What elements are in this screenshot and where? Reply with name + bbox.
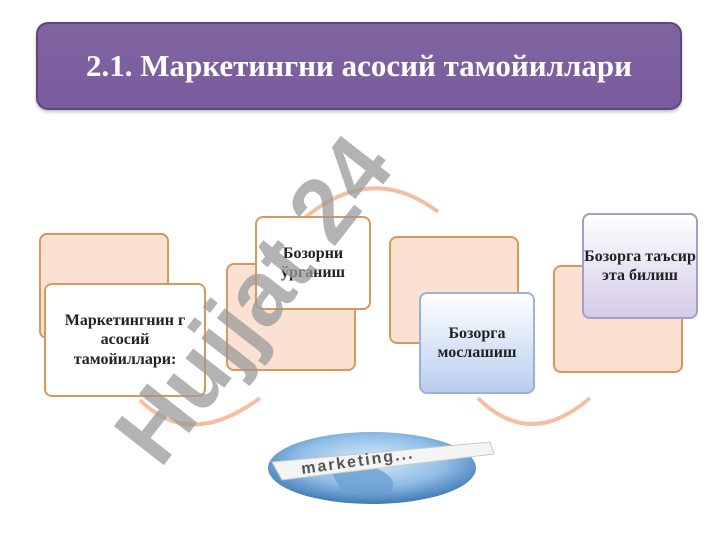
curve-arrow-top xyxy=(298,186,440,224)
step-2-label: Бозорни ўрганиш xyxy=(280,244,346,281)
marketing-banner xyxy=(271,441,495,481)
title-bar: 2.1. Маркетингни асосий тамойиллари xyxy=(36,22,682,110)
slide-title: 2.1. Маркетингни асосий тамойиллари xyxy=(85,48,632,83)
curve-arrow-bottom-right xyxy=(476,396,592,426)
watermark-text: Hujjat 24 xyxy=(95,117,411,482)
step-4-label: Бозорга таъсир эта билиш xyxy=(584,247,696,284)
step-4-label-box: Бозорга таъсир эта билиш xyxy=(582,213,698,319)
step-1-label: Маркетингнин г асосий тамойиллари: xyxy=(64,312,186,368)
step-3-label-box: Бозорга мослашиш xyxy=(419,292,535,394)
step-2-label-box: Бозорни ўрганиш xyxy=(255,216,371,310)
step-3-label: Бозорга мослашиш xyxy=(437,324,517,361)
curve-arrow-bottom-left xyxy=(138,396,262,427)
step-1-label-box: Маркетингнин г асосий тамойиллари: xyxy=(44,283,206,397)
